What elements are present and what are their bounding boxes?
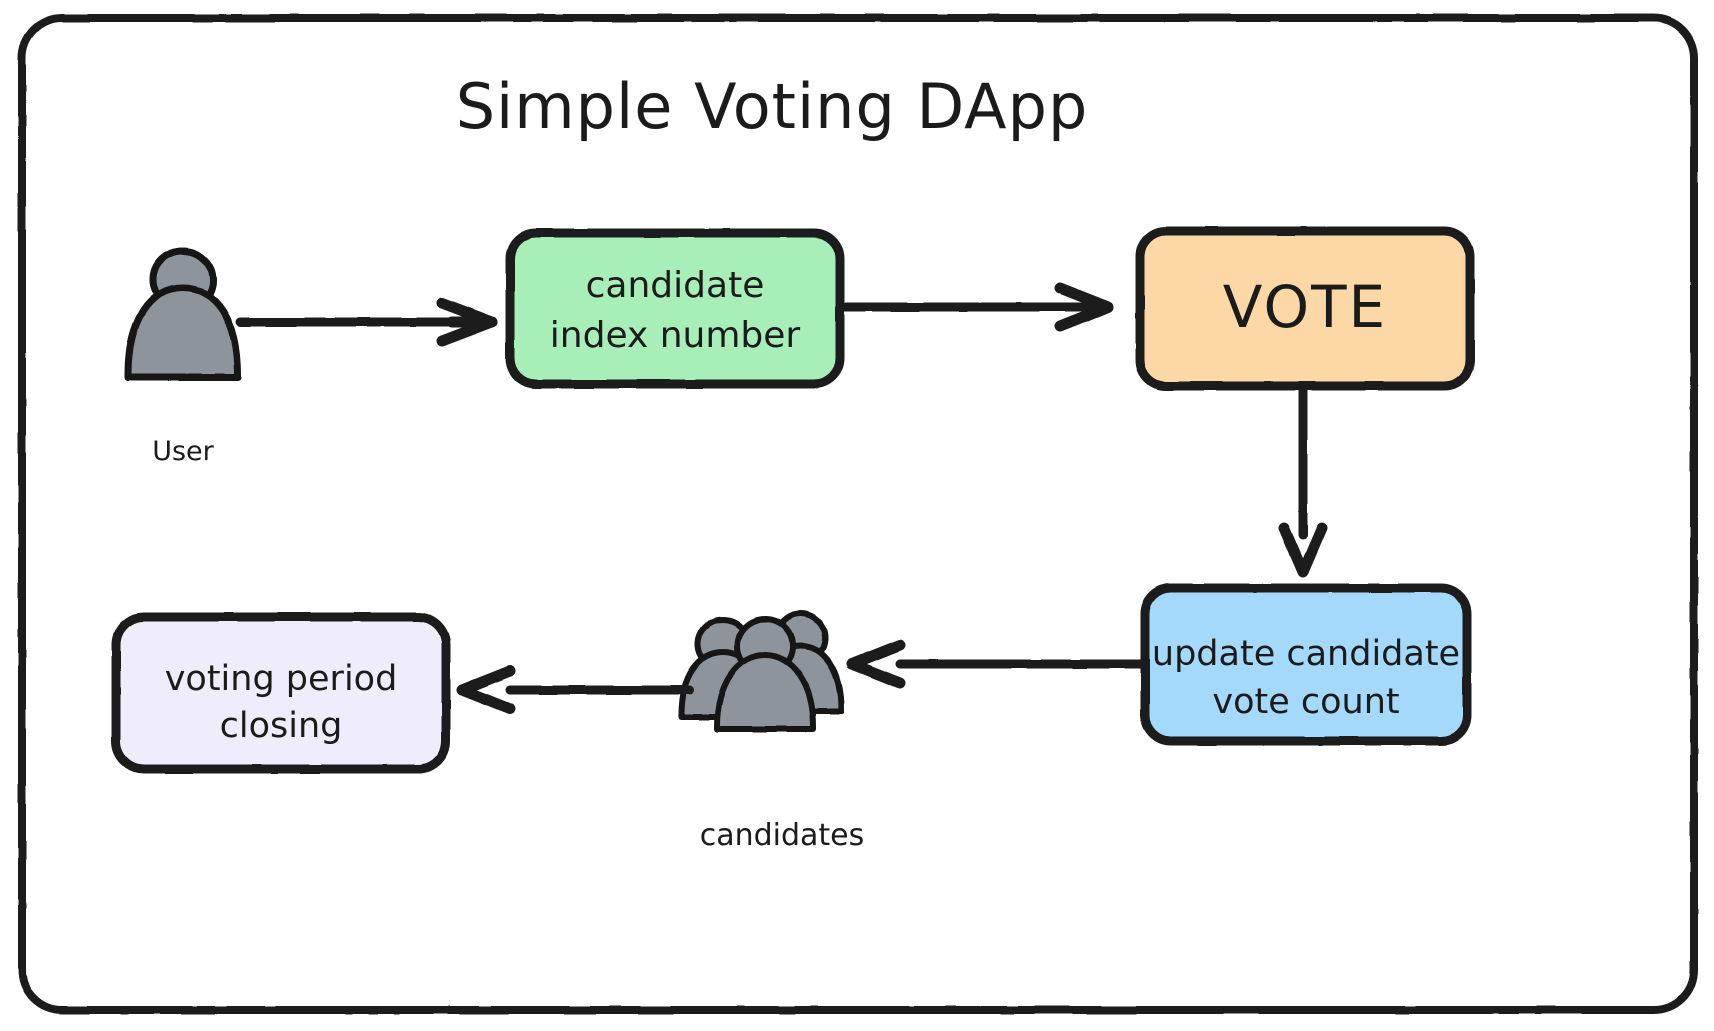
node-candidate-index-number[interactable]: candidate index number — [505, 228, 845, 389]
page-title: Simple Voting DApp — [456, 70, 1089, 143]
node-voting-period-closing-line2: closing — [220, 706, 343, 746]
node-update-candidate-vote-count[interactable]: update candidate vote count — [1140, 583, 1472, 746]
arrow-update-count-to-candidates — [846, 639, 1147, 689]
arrow-user-to-candidate-index — [235, 297, 498, 347]
node-update-candidate-vote-count-line2: vote count — [1212, 682, 1399, 722]
node-update-candidate-vote-count-line1: update candidate — [1152, 634, 1460, 674]
arrow-candidate-index-to-vote — [838, 282, 1114, 332]
node-candidate-index-number-line1: candidate — [586, 265, 765, 306]
node-voting-period-closing[interactable]: voting period closing — [111, 612, 451, 774]
candidates-actor-label: candidates — [700, 818, 865, 853]
node-candidate-index-number-line2: index number — [550, 315, 801, 356]
node-voting-period-closing-line1: voting period — [165, 659, 398, 699]
user-actor-label: User — [152, 436, 214, 467]
person-icon — [124, 247, 242, 381]
node-vote[interactable]: VOTE — [1135, 226, 1475, 391]
arrow-candidates-to-voting-period-closing — [456, 665, 695, 715]
node-vote-label: VOTE — [1223, 273, 1387, 341]
user-actor: User — [124, 247, 242, 467]
candidates-actor: candidates — [678, 611, 865, 853]
people-group-icon — [678, 611, 844, 732]
arrow-vote-to-update-count — [1278, 385, 1328, 578]
diagram-outer-frame — [18, 14, 1698, 1014]
page-title-text: Simple Voting DApp — [456, 70, 1089, 143]
